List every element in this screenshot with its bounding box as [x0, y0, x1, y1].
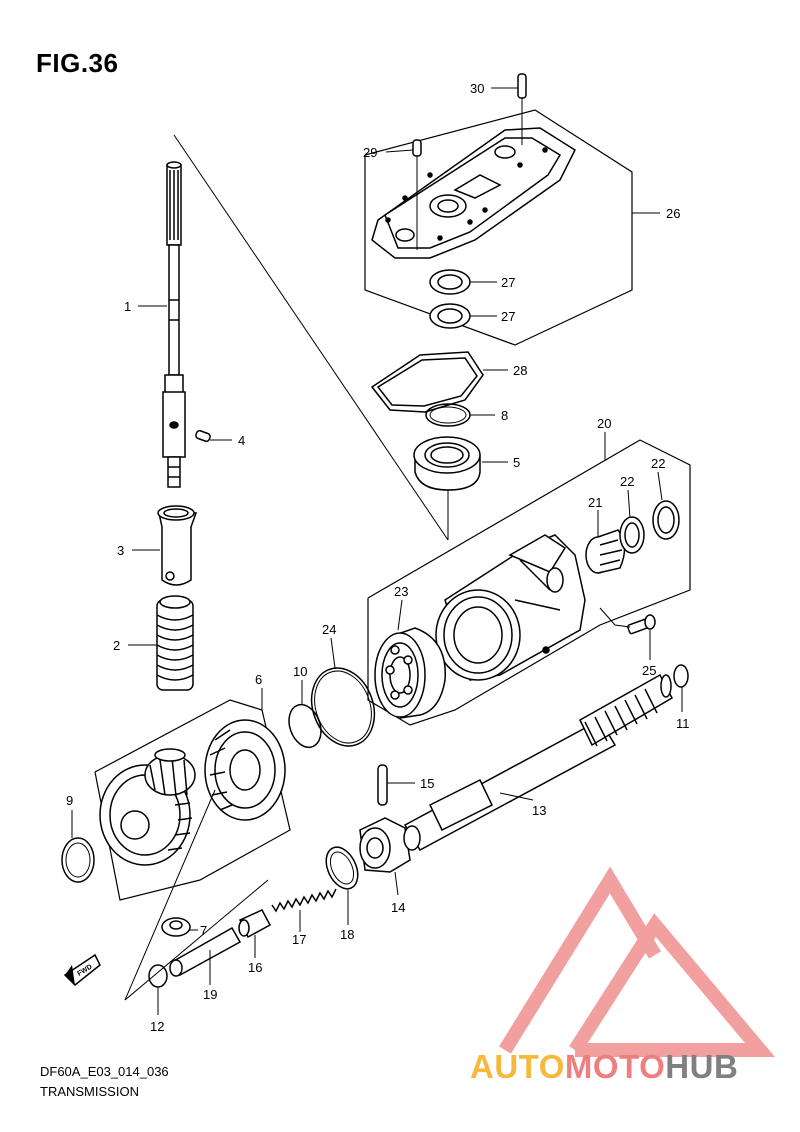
figure-title: FIG.36 [36, 48, 119, 78]
ring-18-inner [329, 851, 355, 885]
diagram-code: DF60A_E03_014_036 [40, 1064, 169, 1079]
brand-auto: AUTO [470, 1048, 565, 1085]
bushing-3 [157, 505, 198, 586]
o-ring-10 [288, 703, 322, 749]
gasket-28 [370, 351, 484, 413]
plunger-16 [238, 909, 272, 939]
callout-13: 13 [532, 803, 546, 818]
callout-6: 6 [255, 672, 262, 687]
o-ring-8-inner [429, 406, 467, 424]
watermark-brand: AUTOMOTOHUB [470, 1048, 738, 1086]
pin-15 [377, 764, 388, 806]
clutch-dog-14 [359, 817, 411, 873]
watermark-logo [499, 866, 776, 1057]
callout-8: 8 [501, 408, 508, 423]
callout-labels: 1 2 3 4 5 6 7 8 9 10 11 12 13 14 15 16 1… [66, 81, 690, 1034]
callout-10: 10 [293, 664, 307, 679]
washers-22 [619, 500, 680, 554]
bearing-23 [374, 627, 446, 719]
diagram-name: TRANSMISSION [40, 1084, 139, 1099]
callout-24: 24 [322, 622, 336, 637]
leader-diag [173, 134, 449, 541]
shim-9-inner [65, 842, 91, 878]
shim-9 [61, 837, 95, 883]
bearing-5 [413, 436, 481, 491]
gear-box [94, 699, 291, 901]
callout-1: 1 [124, 299, 131, 314]
callout-27a: 27 [501, 275, 515, 290]
callout-23: 23 [394, 584, 408, 599]
callout-25: 25 [642, 663, 656, 678]
callout-4: 4 [238, 433, 245, 448]
o-ring-24-inner [314, 670, 372, 744]
callout-22b: 22 [651, 456, 665, 471]
callout-17: 17 [292, 932, 306, 947]
callout-22a: 22 [620, 474, 634, 489]
drive-shaft [162, 161, 186, 488]
pin-4 [195, 429, 211, 443]
callout-26: 26 [666, 206, 680, 221]
callout-20: 20 [597, 416, 611, 431]
callout-28: 28 [513, 363, 527, 378]
ring-18 [325, 846, 359, 890]
ring-11 [673, 664, 689, 688]
callout-5: 5 [513, 455, 520, 470]
fwd-arrow-icon: FWD [63, 953, 101, 987]
callout-29: 29 [363, 145, 377, 160]
callout-30: 30 [470, 81, 484, 96]
gear-leader-2 [124, 879, 269, 1001]
callout-11: 11 [676, 716, 690, 731]
brand-moto: MOTO [564, 1048, 666, 1085]
bellows-2 [156, 595, 194, 691]
callout-14: 14 [391, 900, 405, 915]
callout-leaders [71, 87, 683, 1015]
gear-leader-1 [124, 789, 216, 1001]
shaft-housing-box [367, 439, 691, 726]
gears-6 [99, 719, 286, 866]
callout-2: 2 [113, 638, 120, 653]
propeller-shaft-13 [403, 673, 673, 851]
callout-3: 3 [117, 543, 124, 558]
bolt-25 [627, 614, 656, 635]
callout-18: 18 [340, 927, 354, 942]
callout-16: 16 [248, 960, 262, 975]
push-rod-19 [169, 926, 242, 977]
o-ring-24 [310, 667, 376, 747]
needle-bearing-21 [585, 529, 626, 574]
bearing-housing-20 [435, 534, 586, 681]
callout-15: 15 [420, 776, 434, 791]
callout-19: 19 [203, 987, 217, 1002]
spring-17 [271, 888, 337, 913]
callout-7: 7 [200, 923, 207, 938]
oil-seals-27 [429, 269, 471, 329]
brand-hub: HUB [665, 1048, 739, 1085]
housing-plate-26 [371, 127, 576, 259]
shim-12 [148, 964, 168, 988]
callout-9: 9 [66, 793, 73, 808]
callout-12: 12 [150, 1019, 164, 1034]
callout-27b: 27 [501, 309, 515, 324]
upper-assembly-box [364, 109, 633, 346]
callout-21: 21 [588, 495, 602, 510]
washer-7 [161, 917, 191, 937]
